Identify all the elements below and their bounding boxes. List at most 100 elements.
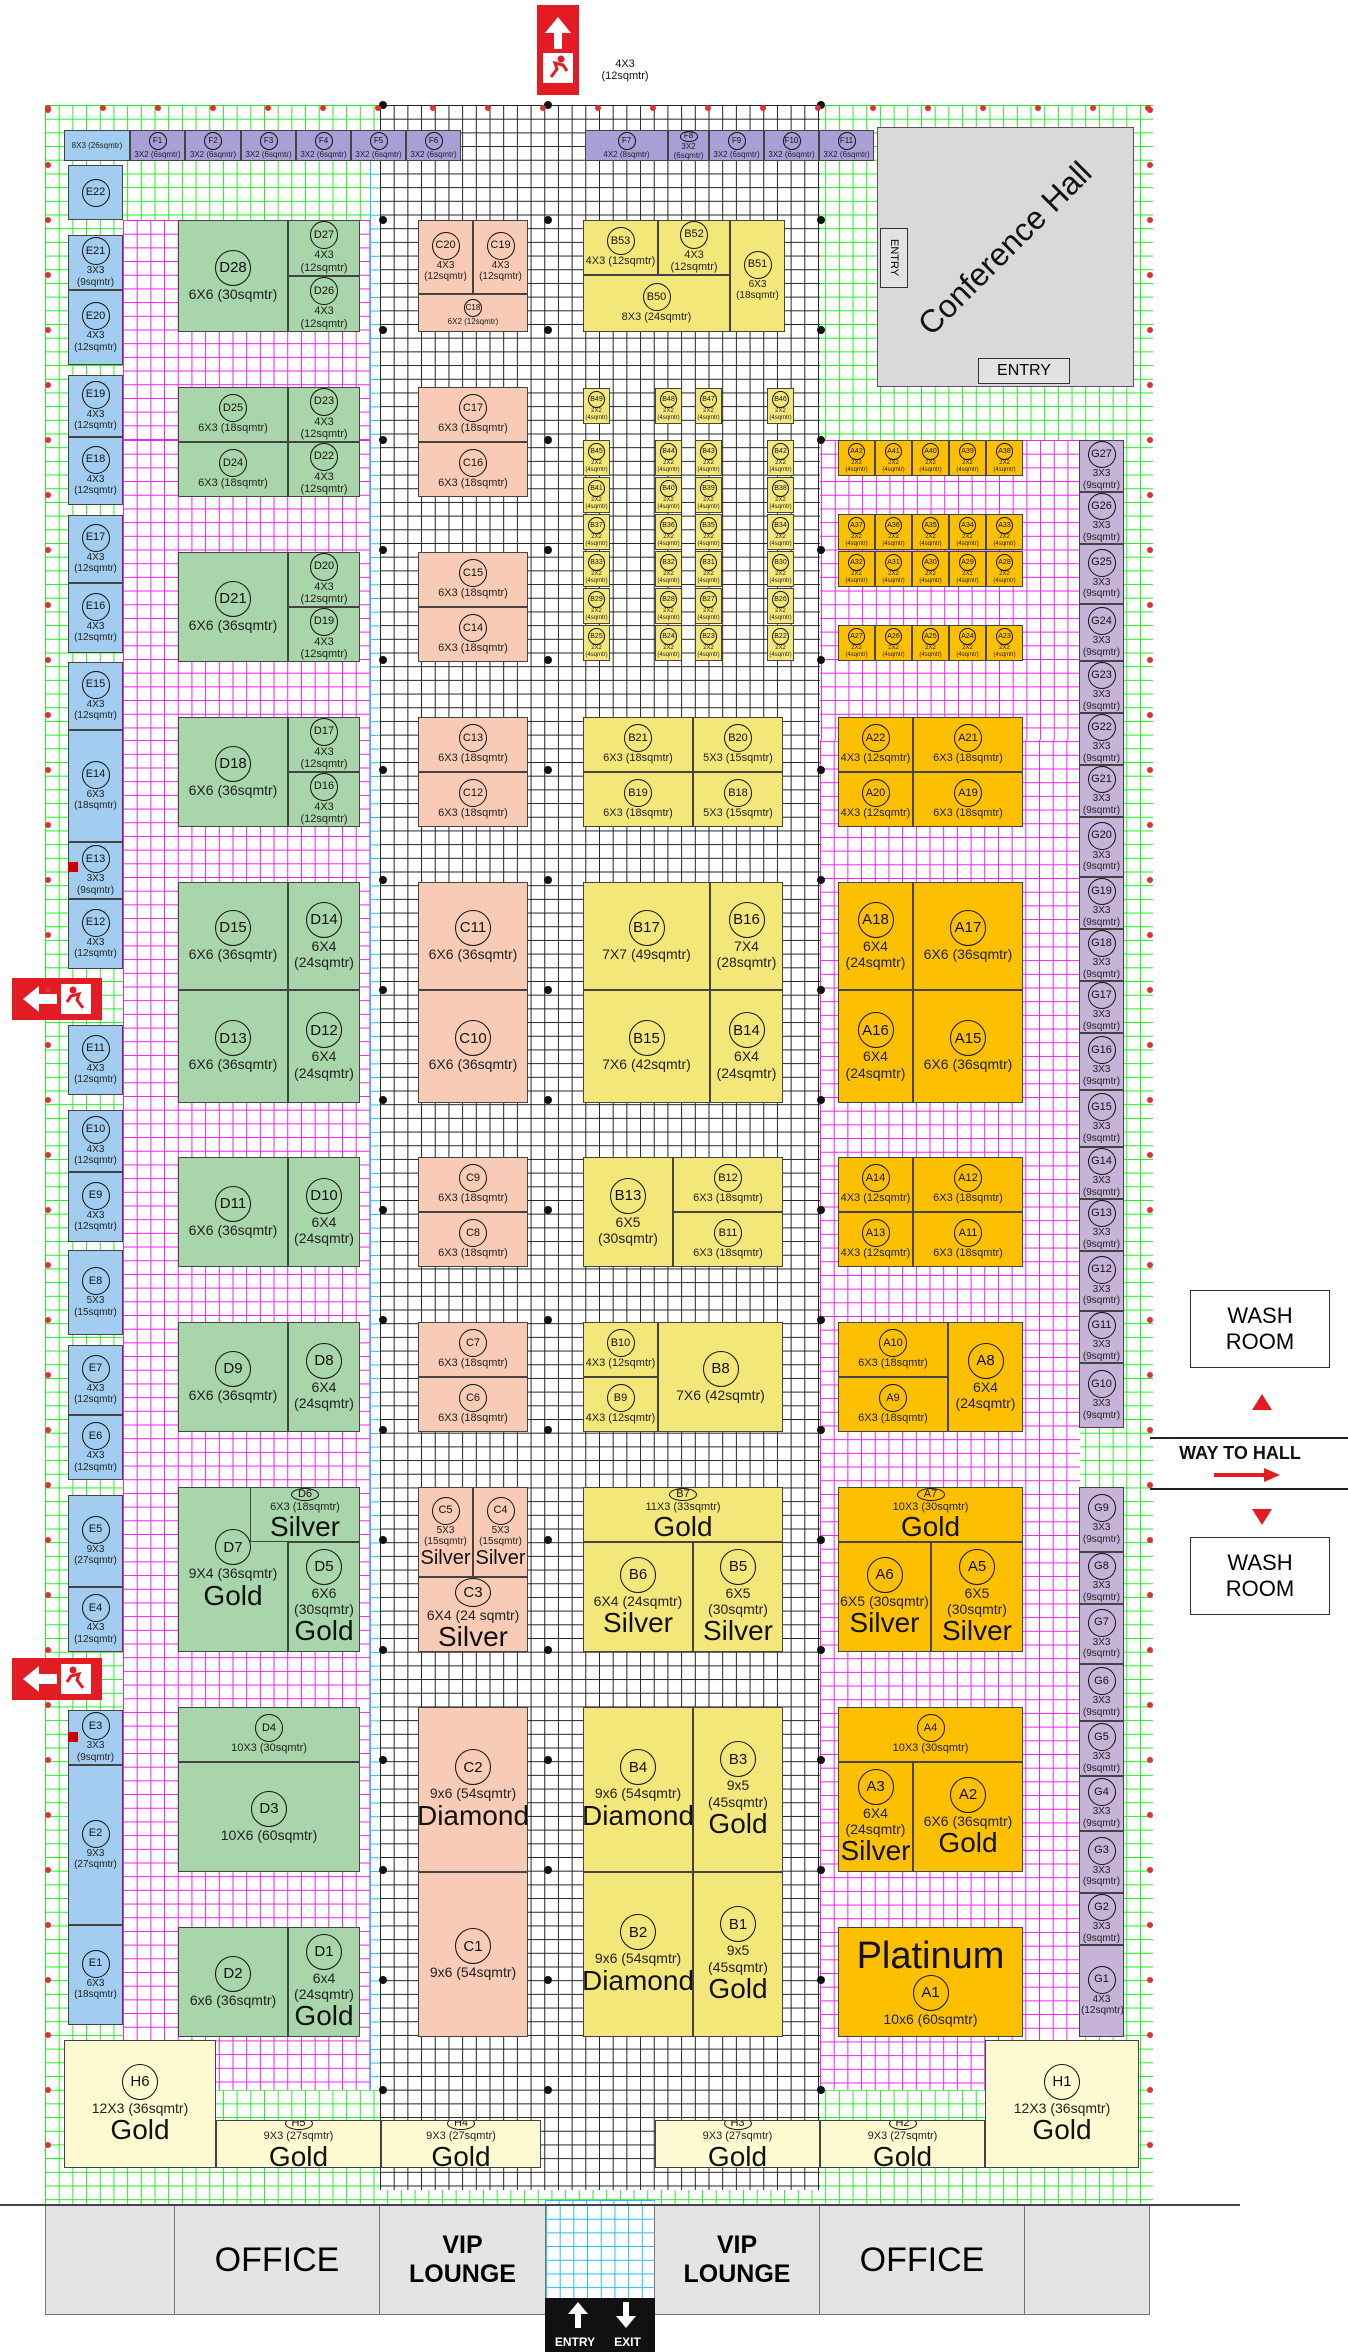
top-emergency-exit[interactable]	[537, 5, 579, 95]
office-right[interactable]: OFFICE	[820, 2205, 1025, 2315]
stall-unlabeled[interactable]: 8X3 (26sqmtr)	[64, 130, 130, 161]
stall-e22[interactable]: E22	[68, 165, 123, 220]
left-emergency-exit-2[interactable]	[12, 1658, 102, 1700]
office-left[interactable]: OFFICE	[175, 2205, 380, 2315]
